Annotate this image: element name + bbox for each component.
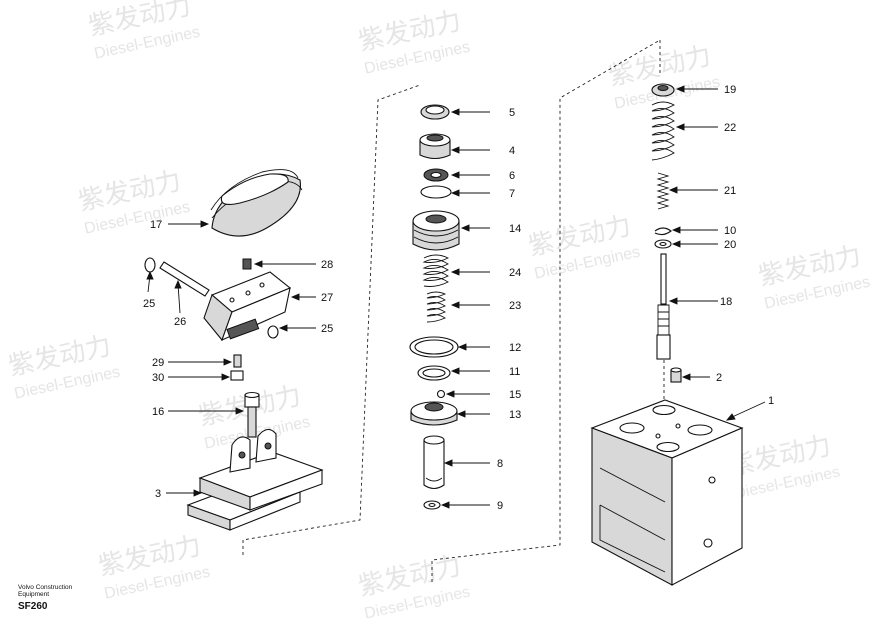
callout-5: 5 xyxy=(509,107,515,119)
callout-8: 8 xyxy=(497,458,503,470)
drawing-footer: Volvo Construction Equipment SF260 xyxy=(18,584,108,612)
part-4-bushing xyxy=(419,133,451,160)
callout-1: 1 xyxy=(768,395,774,407)
callout-21: 21 xyxy=(724,185,736,197)
part-8-plunger xyxy=(423,435,445,490)
callout-13: 13 xyxy=(509,409,521,421)
callout-layer xyxy=(146,85,766,509)
part-17-boot xyxy=(210,169,303,237)
part-3-bracket xyxy=(186,428,324,531)
callout-22: 22 xyxy=(724,122,736,134)
callout-9: 9 xyxy=(497,500,503,512)
callout-30: 30 xyxy=(152,372,164,384)
part-14-spring-seat xyxy=(412,210,460,251)
part-7-o-ring xyxy=(420,185,452,199)
callout-labels: 5 4 6 7 14 24 23 12 11 15 13 8 9 19 22 2… xyxy=(143,84,774,512)
callout-12: 12 xyxy=(509,342,521,354)
part-12-ring xyxy=(409,336,459,358)
callout-26: 26 xyxy=(174,316,186,328)
callout-23: 23 xyxy=(509,300,521,312)
callout-3: 3 xyxy=(155,488,161,500)
part-6-washer xyxy=(423,168,449,182)
callout-20: 20 xyxy=(724,239,736,251)
callout-4: 4 xyxy=(509,145,515,157)
part-10-clip xyxy=(654,227,672,236)
callout-27: 27 xyxy=(321,292,333,304)
callout-19: 19 xyxy=(724,84,736,96)
part-27-plate xyxy=(203,271,292,342)
part-30-nut xyxy=(230,370,244,381)
callout-10: 10 xyxy=(724,225,736,237)
part-15-ball xyxy=(436,389,446,399)
part-19-washer xyxy=(651,83,675,97)
part-13-seat xyxy=(410,401,458,426)
part-24-spring xyxy=(422,254,450,287)
part-25-clip-left xyxy=(144,257,156,273)
callout-18: 18 xyxy=(720,296,732,308)
callout-29: 29 xyxy=(152,357,164,369)
callout-25-right: 25 xyxy=(321,323,333,335)
callout-15: 15 xyxy=(509,389,521,401)
part-16-bolt xyxy=(244,391,260,438)
callout-24: 24 xyxy=(509,267,521,279)
part-2-plug xyxy=(670,367,682,383)
part-1-valve-body xyxy=(590,399,744,586)
callout-25-left: 25 xyxy=(143,298,155,310)
part-21-spring xyxy=(656,172,670,210)
part-18-push-rod xyxy=(656,253,671,360)
callout-7: 7 xyxy=(509,188,515,200)
part-23-spring xyxy=(426,291,447,323)
company-name-line2: Equipment xyxy=(18,591,50,598)
callout-14: 14 xyxy=(509,223,521,235)
part-9-washer xyxy=(423,500,441,510)
callout-28: 28 xyxy=(321,259,333,271)
drawing-code: SF260 xyxy=(18,601,48,612)
callout-17: 17 xyxy=(150,219,162,231)
part-28-screw xyxy=(242,258,252,270)
part-25-clip-right xyxy=(267,325,279,339)
callout-11: 11 xyxy=(509,366,520,378)
callout-6: 6 xyxy=(509,170,515,182)
callout-16: 16 xyxy=(152,406,164,418)
part-26-pin xyxy=(159,261,210,297)
part-5-seal xyxy=(420,104,450,120)
company-name-line1: Volvo Construction xyxy=(18,584,73,591)
part-29-screw xyxy=(233,354,242,368)
part-11-ring xyxy=(417,365,451,381)
part-20-washer xyxy=(654,239,672,249)
callout-2: 2 xyxy=(716,372,722,384)
part-22-spring xyxy=(651,101,675,161)
